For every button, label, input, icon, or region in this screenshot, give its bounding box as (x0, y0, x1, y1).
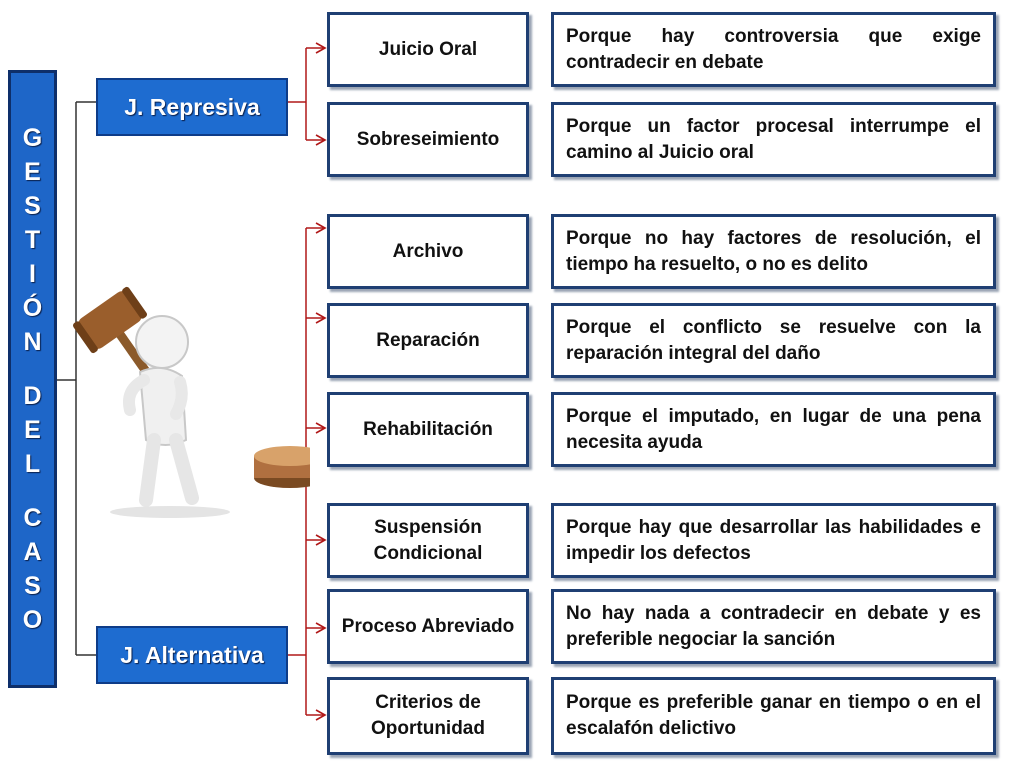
reason-text: Porque el conflicto se resuelve con la r… (566, 316, 981, 364)
reason-reparacion: Porque el conflicto se resuelve con la r… (551, 303, 996, 378)
reason-sobreseimiento: Porque un factor procesal interrumpe el … (551, 102, 996, 177)
title-letter: L (24, 450, 41, 478)
title-letter: D (23, 382, 42, 410)
option-label: Archivo (392, 240, 464, 262)
option-label: Sobreseimiento (356, 128, 500, 150)
title-letter: E (24, 158, 41, 186)
title-word-caso: C A S O (23, 501, 42, 637)
option-label: Proceso Abreviado (341, 615, 515, 637)
reason-proceso-abreviado: No hay nada a contradecir en debate y es… (551, 589, 996, 664)
option-proceso-abreviado: Proceso Abreviado (327, 589, 529, 664)
title-letter: A (23, 538, 42, 566)
judge-gavel-figure-icon (70, 280, 326, 530)
title-letter: G (22, 124, 43, 152)
reason-juicio-oral: Porque hay controversia que exige contra… (551, 12, 996, 87)
represiva-connectors (288, 42, 327, 146)
option-label: Criterios de Oportunidad (371, 692, 485, 739)
title-letter: S (24, 572, 41, 600)
option-suspension-condicional: Suspensión Condicional (327, 503, 529, 578)
title-letter: I (29, 260, 36, 288)
option-criterios-de-oportunidad: Criterios de Oportunidad (327, 677, 529, 755)
title-letter: E (24, 416, 41, 444)
reason-criterios-de-oportunidad: Porque es preferible ganar en tiempo o e… (551, 677, 996, 755)
reason-text: No hay nada a contradecir en debate y es… (566, 602, 981, 650)
title-word-del: D E L (23, 379, 41, 481)
option-sobreseimiento: Sobreseimiento (327, 102, 529, 177)
option-label: Suspensión Condicional (373, 516, 483, 564)
title-letter: Ó (22, 294, 43, 322)
title-word-gestion: G E S T I Ó N (23, 121, 42, 359)
reason-archivo: Porque no hay factores de resolución, el… (551, 214, 996, 289)
reason-text: Porque hay controversia que exige contra… (566, 25, 981, 73)
title-letter: N (23, 328, 42, 356)
option-archivo: Archivo (327, 214, 529, 289)
reason-text: Porque no hay factores de resolución, el… (566, 227, 981, 275)
option-reparacion: Reparación (327, 303, 529, 378)
option-juicio-oral: Juicio Oral (327, 12, 529, 87)
reason-text: Porque es preferible ganar en tiempo o e… (566, 692, 981, 739)
option-label: Juicio Oral (378, 38, 478, 60)
option-rehabilitacion: Rehabilitación (327, 392, 529, 467)
title-letter: T (24, 226, 41, 254)
branch-alternativa: J. Alternativa (96, 626, 288, 684)
option-label: Reparación (376, 329, 480, 351)
title-bar: G E S T I Ó N D E L C A S O (8, 70, 57, 688)
option-label: Rehabilitación (363, 418, 493, 440)
reason-suspension-condicional: Porque hay que desarrollar las habilidad… (551, 503, 996, 578)
title-letter: O (22, 606, 43, 634)
branch-represiva: J. Represiva (96, 78, 288, 136)
reason-rehabilitacion: Porque el imputado, en lugar de una pena… (551, 392, 996, 467)
title-letter: C (23, 504, 42, 532)
reason-text: Porque el imputado, en lugar de una pena… (566, 405, 981, 453)
reason-text: Porque un factor procesal interrumpe el … (566, 115, 981, 163)
title-letter: S (24, 192, 41, 220)
reason-text: Porque hay que desarrollar las habilidad… (566, 516, 981, 564)
left-bracket (57, 101, 96, 656)
